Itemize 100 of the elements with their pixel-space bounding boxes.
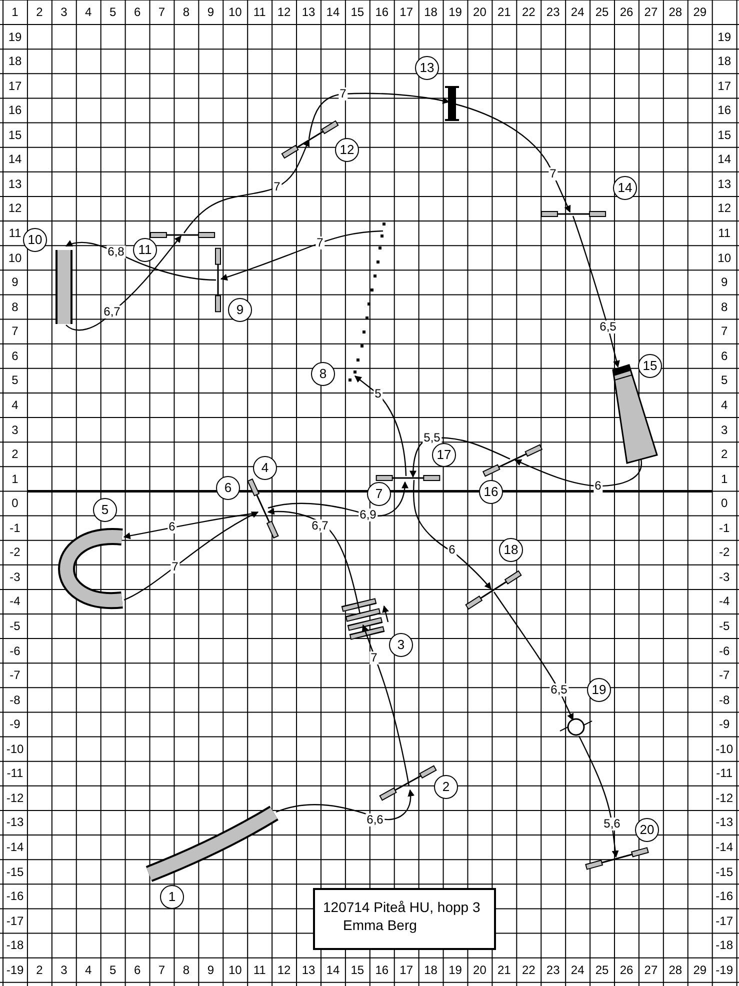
axis-tick-label: 27 — [643, 962, 659, 977]
course-path-arrow — [578, 736, 619, 858]
axis-tick-label: 12 — [276, 962, 292, 977]
axis-tick-label: -16 — [714, 889, 734, 904]
callout-number: 19 — [587, 678, 611, 702]
axis-tick-label: 11 — [252, 5, 267, 19]
callout-number: 20 — [635, 818, 659, 842]
jump-drawing — [215, 248, 221, 312]
callout-number: 13 — [415, 56, 439, 80]
axis-tick-label: 2 — [10, 447, 20, 462]
info-box — [313, 888, 496, 950]
axis-tick-label: -3 — [718, 570, 731, 584]
axis-tick-label: 26 — [618, 5, 634, 19]
axis-tick-label: 21 — [496, 5, 512, 19]
axis-tick-label: 2 — [35, 962, 44, 977]
axis-tick-label: 15 — [350, 5, 366, 19]
jump-drawing — [376, 475, 440, 481]
axis-tick-label: 1 — [720, 472, 729, 486]
axis-tick-label: 9 — [206, 5, 216, 19]
callout-number: 15 — [638, 354, 662, 378]
axis-tick-label: 28 — [668, 962, 684, 977]
axis-tick-label: -17 — [5, 914, 25, 928]
axis-tick-label: -13 — [714, 815, 734, 830]
axis-tick-label: -6 — [718, 644, 731, 658]
course-path-arrow — [220, 230, 384, 281]
axis-tick-label: 20 — [472, 5, 488, 19]
callout-number: 17 — [432, 443, 456, 467]
axis-tick-label: -4 — [8, 594, 22, 608]
tunnel-drawing — [58, 528, 122, 609]
axis-tick-label: 3 — [720, 422, 729, 437]
distance-label: 6,7 — [102, 306, 122, 318]
axis-tick-label: -4 — [718, 594, 731, 608]
axis-tick-label: -7 — [8, 668, 22, 682]
axis-tick-label: 17 — [398, 962, 414, 977]
axis-tick-label: 27 — [643, 5, 659, 19]
distance-label: 5,5 — [422, 432, 442, 444]
axis-tick-label: 14 — [325, 5, 341, 19]
axis-tick-label: 10 — [227, 5, 243, 19]
axis-tick-label: 24 — [570, 5, 586, 19]
axis-tick-label: 2 — [720, 447, 729, 462]
axis-tick-label: 19 — [448, 962, 463, 977]
axis-tick-label: 18 — [716, 54, 732, 68]
axis-tick-label: -9 — [8, 717, 22, 732]
axis-tick-label: 11 — [252, 962, 267, 977]
axis-tick-label: 13 — [7, 176, 23, 191]
callout-number: 3 — [389, 633, 413, 657]
info-text: Emma Berg — [342, 916, 418, 934]
axis-tick-label: 15 — [716, 128, 732, 142]
wall-drawing — [445, 86, 459, 121]
tire-drawing — [560, 718, 592, 736]
axis-tick-label: -19 — [5, 962, 25, 977]
course-path-arrow — [267, 508, 361, 614]
tunnel-drawing — [56, 250, 72, 324]
course-path-arrow — [308, 92, 450, 140]
course-path-arrow — [514, 458, 642, 487]
distance-label: 7 — [272, 180, 282, 194]
distance-label: 6,7 — [310, 520, 330, 532]
axis-tick-label: 11 — [8, 226, 22, 240]
axis-tick-label: 6 — [10, 348, 20, 363]
course-path-arrow — [184, 139, 310, 234]
axis-tick-label: 8 — [720, 300, 729, 314]
axis-tick-label: 25 — [594, 5, 610, 19]
axis-tick-label: 17 — [716, 78, 732, 93]
course-path-arrow — [494, 592, 574, 721]
course-path-arrow — [354, 376, 407, 476]
axis-tick-label: 16 — [374, 5, 390, 19]
broad-jump-drawing — [341, 598, 385, 640]
callout-number: 2 — [434, 775, 458, 799]
axis-tick-label: 0 — [720, 496, 729, 510]
distance-label: 6,9 — [358, 508, 378, 522]
callout-number: 5 — [93, 498, 117, 522]
course-path-arrow — [412, 480, 492, 590]
callout-number: 8 — [311, 362, 335, 386]
axis-tick-label: -14 — [714, 840, 734, 854]
callout-number: 9 — [228, 298, 252, 322]
axis-tick-label: 19 — [7, 30, 23, 44]
axis-tick-label: 10 — [7, 250, 23, 265]
axis-tick-label: 5 — [720, 373, 729, 388]
axis-tick-label: 5 — [10, 373, 20, 388]
distance-label: 7 — [170, 560, 180, 574]
axis-tick-label: 16 — [716, 103, 732, 118]
axis-tick-label: 20 — [472, 962, 488, 977]
distance-label: 6,5 — [598, 320, 618, 334]
axis-tick-label: -13 — [5, 815, 25, 830]
axis-tick-label: 14 — [325, 962, 341, 977]
axis-tick-label: 3 — [60, 5, 68, 19]
axis-tick-label: 12 — [276, 5, 292, 19]
course-path-arrow — [65, 240, 216, 281]
axis-tick-label: -10 — [714, 742, 734, 756]
axis-tick-label: 12 — [7, 201, 23, 216]
axis-tick-label: 10 — [716, 250, 732, 265]
tunnel-drawing — [146, 806, 278, 882]
course-path-arrow — [276, 789, 414, 820]
axis-tick-label: -19 — [714, 962, 734, 977]
axis-tick-label: 15 — [350, 962, 366, 977]
axis-tick-label: -1 — [8, 520, 22, 535]
callout-number: 11 — [133, 238, 157, 262]
axis-tick-label: 3 — [60, 962, 68, 977]
axis-tick-label: -2 — [8, 545, 22, 560]
axis-tick-label: 18 — [423, 962, 438, 977]
